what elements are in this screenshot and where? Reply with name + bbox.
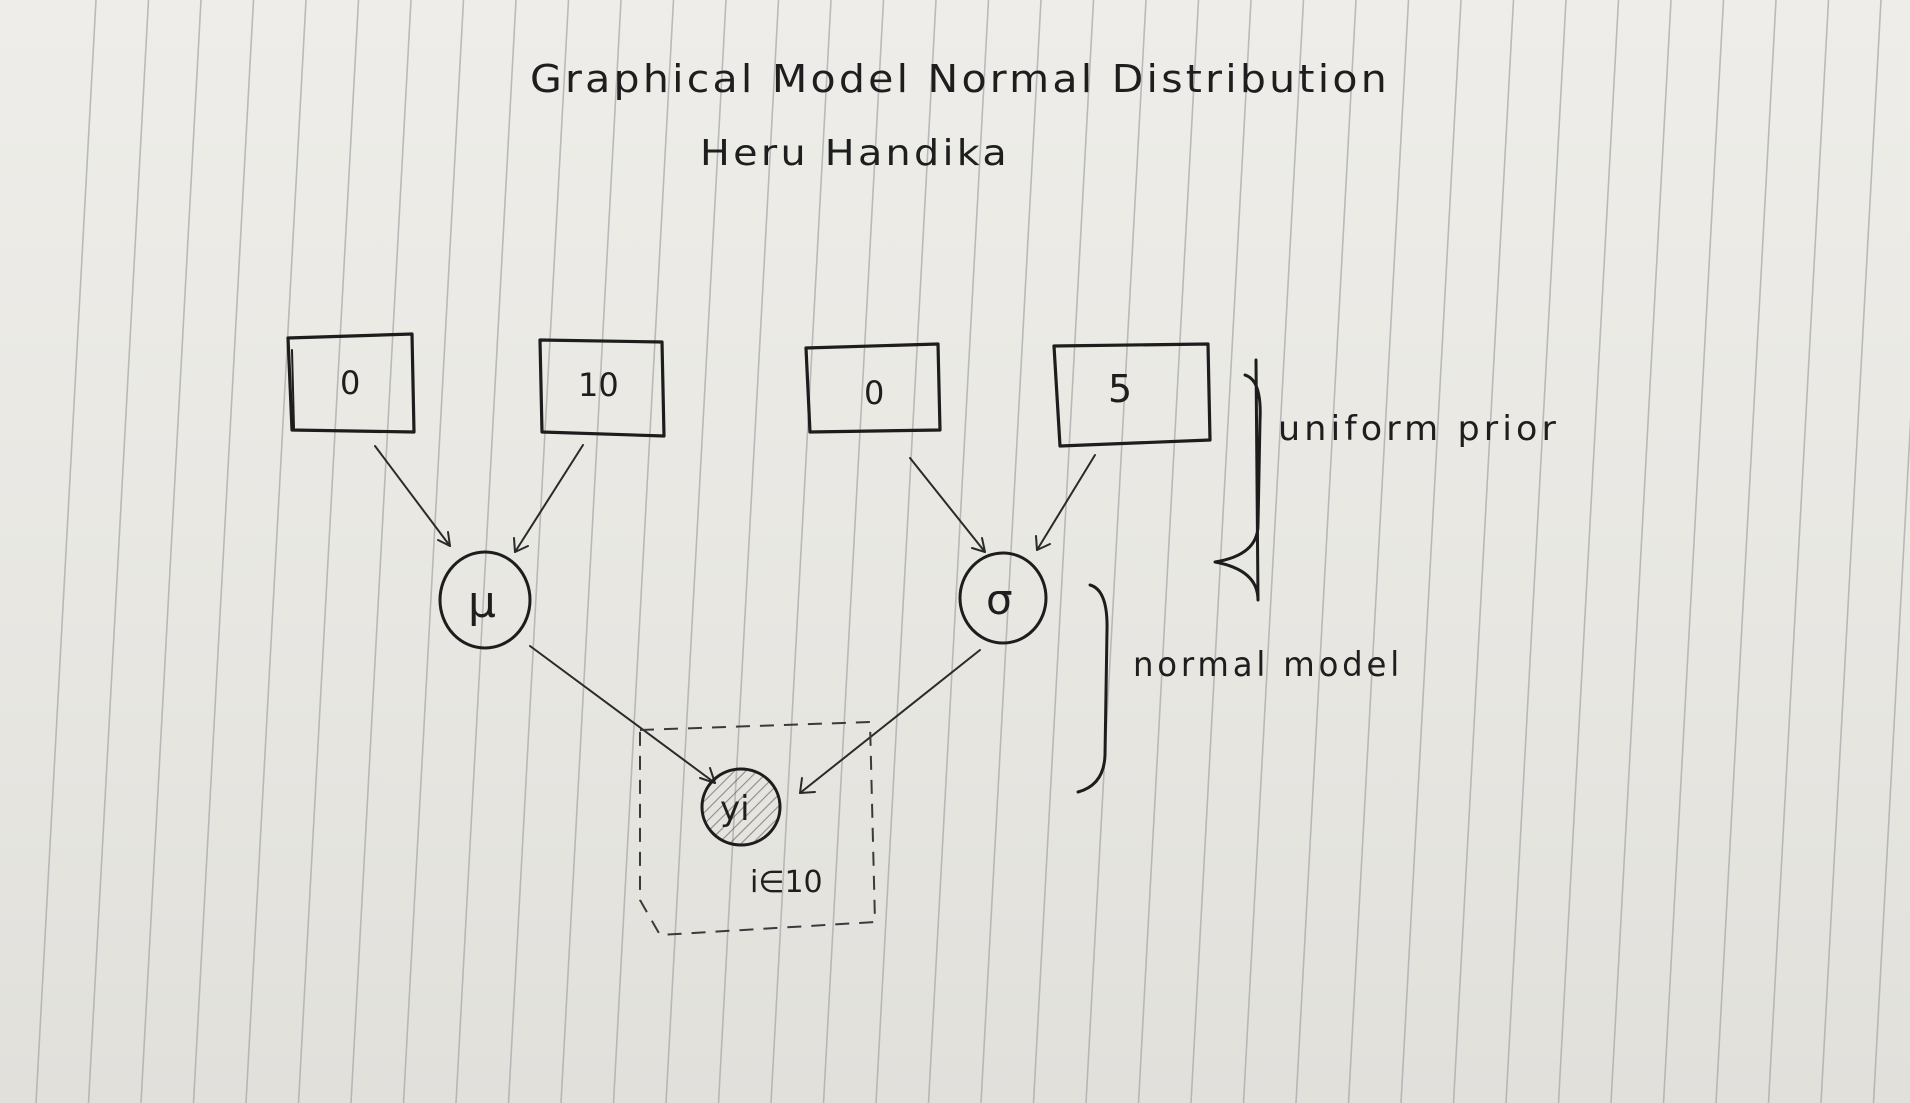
- rule-line: [87, 0, 150, 1103]
- uniform-prior-annotation: uniform prior: [1278, 409, 1560, 449]
- rule-line: [1872, 417, 1910, 1103]
- rule-line: [507, 0, 570, 1103]
- rule-line: [1452, 0, 1515, 1103]
- sigma-label: σ: [986, 575, 1013, 624]
- mu-node: μ: [438, 550, 532, 650]
- rule-line: [1190, 0, 1252, 1103]
- plate: i∈10: [639, 720, 877, 937]
- normal-model-annotation: normal model: [1133, 645, 1403, 685]
- rule-line: [35, 0, 97, 1103]
- rule-line: [770, 0, 832, 1103]
- rule-line: [245, 0, 307, 1103]
- rule-line: [560, 0, 622, 1103]
- rule-line: [140, 0, 202, 1103]
- observed-label: yi: [720, 789, 750, 829]
- hyperparam-box-mu-upper: 10: [538, 338, 666, 438]
- hyperparam-label: 5: [1108, 367, 1132, 411]
- rule-line: [665, 0, 727, 1103]
- brace-uniform-prior: [1213, 358, 1262, 602]
- rule-line: [350, 0, 412, 1103]
- rule-line: [875, 0, 937, 1103]
- rule-line: [612, 0, 675, 1103]
- rule-line: [1400, 0, 1462, 1103]
- diagram-title: Graphical Model Normal Distribution: [530, 57, 1390, 101]
- rule-line: [402, 0, 465, 1103]
- rule-line: [1610, 0, 1672, 1103]
- observed-node: yi: [700, 767, 782, 847]
- rule-line: [1557, 0, 1620, 1103]
- rule-line: [822, 0, 885, 1103]
- hyperparam-box-mu-lower: 0: [286, 332, 416, 434]
- rule-line: [927, 0, 990, 1103]
- rule-line: [1295, 0, 1357, 1103]
- rule-line: [1032, 0, 1095, 1103]
- rule-line: [1715, 0, 1777, 1103]
- hyperparam-label: 10: [578, 366, 619, 404]
- rule-line: [1347, 0, 1410, 1103]
- rule-line: [1820, 0, 1882, 1103]
- rule-line: [1767, 0, 1830, 1103]
- hyperparam-label: 0: [340, 364, 360, 402]
- edges: [374, 444, 1096, 794]
- rule-line: [717, 0, 780, 1103]
- brace-normal-model: [1076, 583, 1109, 794]
- hyperparam-box-sigma-upper: 5: [1052, 342, 1212, 448]
- rule-line: [1137, 0, 1200, 1103]
- rule-line: [192, 0, 255, 1103]
- rule-line: [1505, 0, 1567, 1103]
- rule-line: [297, 0, 360, 1103]
- hyperparam-box-sigma-lower: 0: [804, 342, 942, 434]
- sigma-node: σ: [958, 551, 1048, 645]
- rule-line: [980, 0, 1042, 1103]
- rule-line: [1242, 0, 1305, 1103]
- mu-label: μ: [468, 577, 496, 628]
- hyperparam-label: 0: [864, 374, 884, 412]
- rule-line: [1085, 0, 1147, 1103]
- plate-label: i∈10: [750, 865, 823, 900]
- author-name: Heru Handika: [700, 133, 1010, 174]
- rule-line: [1662, 0, 1725, 1103]
